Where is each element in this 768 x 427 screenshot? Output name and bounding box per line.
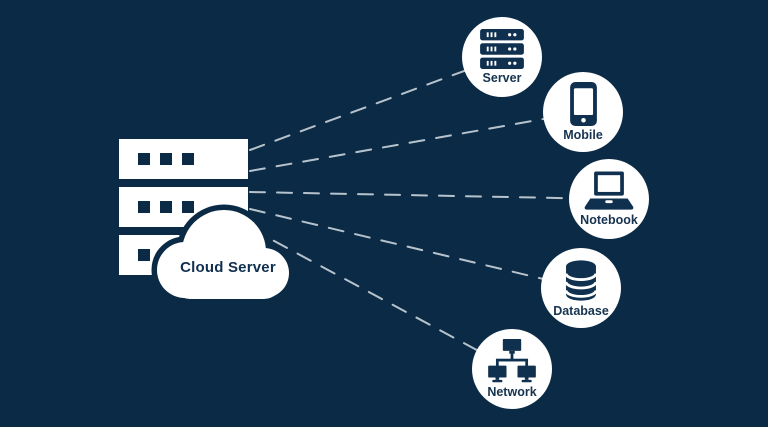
rack-led-square (138, 153, 150, 165)
rack-led-square (138, 249, 150, 261)
connector-cloud-to-mobile (249, 111, 584, 172)
rack-unit (119, 139, 248, 179)
node-label: Server (482, 71, 522, 86)
hub-label: Cloud Server (180, 259, 276, 276)
rack-led-square (182, 201, 194, 213)
node-label: Mobile (563, 128, 603, 143)
connector-cloud-to-server (249, 56, 503, 151)
connector-cloud-to-database (249, 208, 582, 289)
database-icon (564, 260, 598, 301)
connector-cloud-to-notebook (249, 191, 610, 200)
node-label: Network (487, 385, 537, 400)
node-label: Notebook (580, 213, 638, 228)
node-database: Database (541, 248, 621, 328)
node-label: Database (553, 303, 609, 318)
node-network: Network (472, 329, 552, 409)
rack-led-square (138, 201, 150, 213)
rack-led-square (160, 201, 172, 213)
rack-led-square (160, 153, 172, 165)
node-server: Server (462, 17, 542, 97)
node-notebook: Notebook (569, 159, 649, 239)
rack-led-square (182, 153, 194, 165)
notebook-icon (584, 171, 634, 210)
mobile-icon (569, 82, 597, 127)
connector-cloud-to-network (249, 227, 513, 370)
node-mobile: Mobile (543, 72, 623, 152)
network-icon (488, 339, 536, 383)
server-icon (480, 29, 524, 70)
